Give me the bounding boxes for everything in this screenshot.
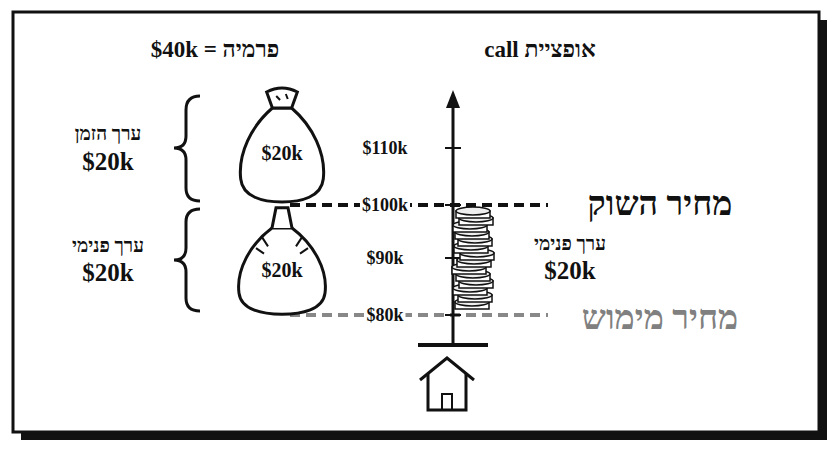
value-amount: $20k [82, 149, 133, 175]
money-bag: $20k [234, 84, 330, 204]
bag-neck [272, 208, 292, 228]
bag-body [240, 108, 323, 202]
axis-value: $110k [360, 139, 409, 158]
bag-mark [256, 237, 308, 254]
diagram-title: אופציית call [484, 38, 596, 62]
value-name: ערך פנימי [534, 234, 606, 254]
bag-amount: $20k [261, 259, 302, 282]
axis-arrowhead [446, 90, 460, 108]
bag-amount: $20k [261, 142, 302, 165]
frame [13, 12, 819, 432]
value-amount: $20k [544, 258, 595, 284]
market-price-label: מחיר השוק [588, 186, 733, 222]
coin-stack [452, 207, 494, 309]
value-name: ערך פנימי [72, 236, 144, 256]
bag-knot [267, 88, 298, 108]
brace [174, 96, 200, 311]
premium-label: פרמיה = $40k [151, 38, 280, 62]
strike-price-line [290, 313, 548, 317]
money-bag: $20k [232, 206, 332, 316]
coin [456, 207, 490, 215]
market-price-line [290, 203, 548, 207]
bag-body [239, 228, 326, 314]
house-icon [420, 358, 474, 410]
axis-value: $90k [364, 249, 405, 268]
axis-value: $80k [364, 306, 405, 325]
value-name: ערך הזמן [75, 124, 142, 144]
value-amount: $20k [82, 260, 133, 286]
axis-base [418, 343, 488, 347]
bag-mark [276, 94, 288, 100]
axis-value: $100k [360, 196, 410, 215]
strike-price-label: מחיר מימוש [582, 300, 738, 336]
